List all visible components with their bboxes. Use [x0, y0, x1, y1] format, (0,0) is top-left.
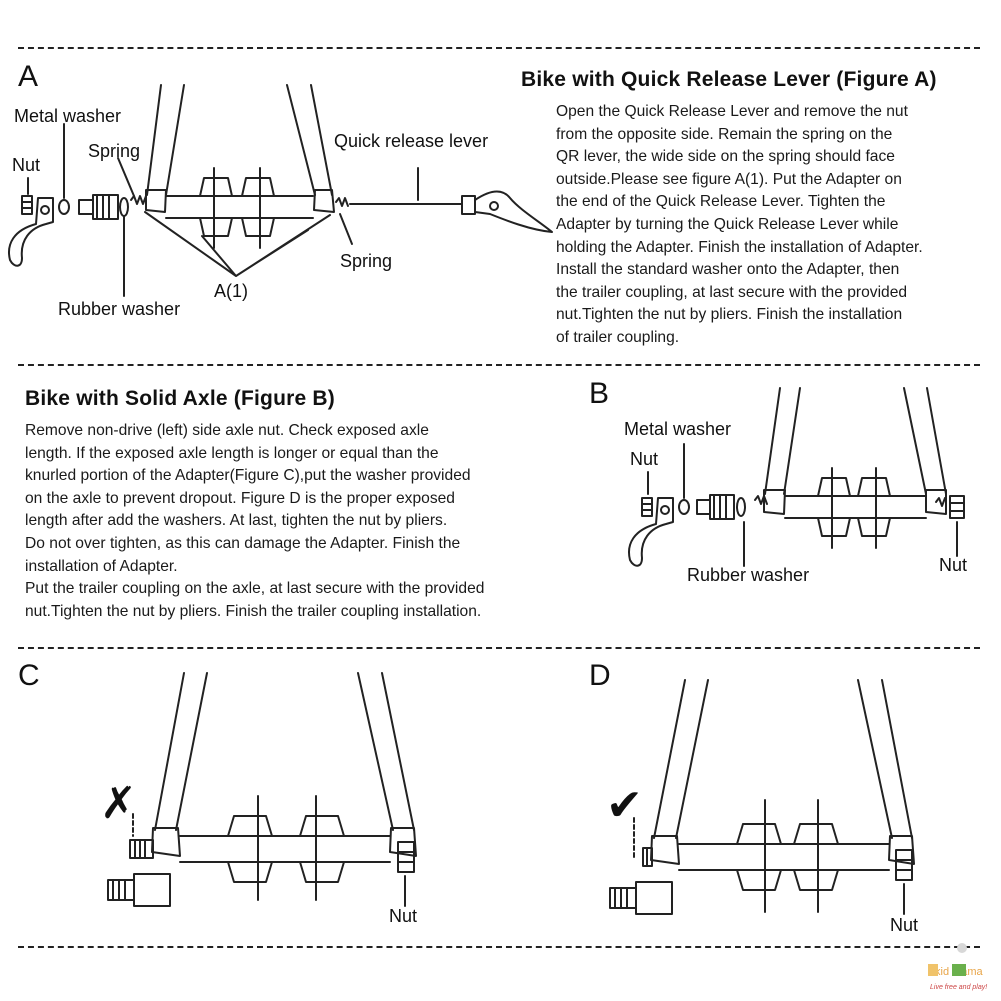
section-b-line: on the axle to prevent dropout. Figure D…: [25, 489, 455, 507]
label-spring-right-a: Spring: [340, 251, 393, 271]
figure-c-drawing: [107, 672, 417, 907]
section-a-line: Install the standard washer onto the Ada…: [556, 261, 900, 279]
section-b-line: installation of Adapter.: [25, 557, 178, 575]
label-nut-c: Nut: [389, 906, 418, 926]
section-b-line: knurled portion of the Adapter(Figure C)…: [25, 467, 471, 485]
section-a-line: Adapter by turning the Quick Release Lev…: [556, 215, 899, 233]
label-a1: A(1): [214, 281, 249, 301]
label-quick-release-lever: Quick release lever: [334, 131, 489, 151]
section-b-line: Do not over tighten, as this can damage …: [25, 534, 461, 552]
section-b-line: nut.Tighten the nut by pliers. Finish th…: [25, 602, 482, 620]
section-a-line: of trailer coupling.: [556, 328, 680, 346]
label-nut-b-left: Nut: [630, 449, 659, 469]
section-b-letter: B: [589, 377, 610, 410]
section-b-line: Remove non-drive (left) side axle nut. C…: [25, 422, 429, 439]
label-rubber-washer-a: Rubber washer: [58, 299, 181, 319]
figure-d-drawing: [609, 679, 915, 915]
label-spring-left-a: Spring: [88, 141, 141, 161]
figure-b-drawing: [628, 387, 965, 567]
label-rubber-washer-b: Rubber washer: [687, 565, 810, 585]
section-a-instructions: Open the Quick Release Lever and remove …: [556, 101, 923, 350]
section-b-line: Put the trailer coupling on the axle, at…: [25, 580, 485, 598]
section-a-line: from the opposite side. Remain the sprin…: [556, 125, 893, 143]
watermark-tagline: Live free and play!: [930, 984, 988, 991]
section-a-line: QR lever, the wide side on the spring sh…: [556, 148, 895, 166]
section-a-line: the trailer coupling, at last secure wit…: [556, 283, 908, 301]
section-a-line: holding the Adapter. Finish the installa…: [556, 238, 923, 256]
correct-mark-icon: ✔: [606, 781, 643, 830]
divider-bottom: [18, 946, 980, 948]
divider-top: [18, 47, 980, 49]
label-nut-d: Nut: [890, 915, 919, 935]
label-metal-washer-b: Metal washer: [624, 419, 732, 439]
section-a-heading: Bike with Quick Release Lever (Figure A): [521, 68, 937, 91]
divider-a-b: [18, 364, 980, 366]
section-b-heading: Bike with Solid Axle (Figure B): [25, 387, 335, 410]
section-a-letter: A: [18, 60, 39, 93]
section-b-line: length after add the washers. At last, t…: [25, 512, 448, 530]
section-a-line: the end of the Quick Release Lever. Tigh…: [556, 193, 886, 211]
section-c-letter: C: [18, 659, 40, 692]
label-nut-a: Nut: [12, 155, 41, 175]
section-a-line: outside.Please see figure A(1). Put the …: [556, 170, 902, 188]
section-b-instructions: Remove non-drive (left) side axle nut. C…: [25, 420, 484, 623]
section-d-letter: D: [589, 659, 611, 692]
label-nut-b-right: Nut: [939, 555, 968, 575]
label-metal-washer-a: Metal washer: [14, 106, 122, 126]
figure-a-drawing: [8, 84, 553, 297]
section-b-line: length. If the exposed axle length is lo…: [25, 444, 439, 462]
watermark-graphic: [928, 943, 967, 976]
section-a-line: nut.Tighten the nut by pliers. Finish th…: [556, 306, 903, 324]
section-a-line: Open the Quick Release Lever and remove …: [556, 103, 908, 120]
incorrect-mark-icon: ✗: [100, 779, 137, 828]
divider-b-cd: [18, 647, 980, 649]
